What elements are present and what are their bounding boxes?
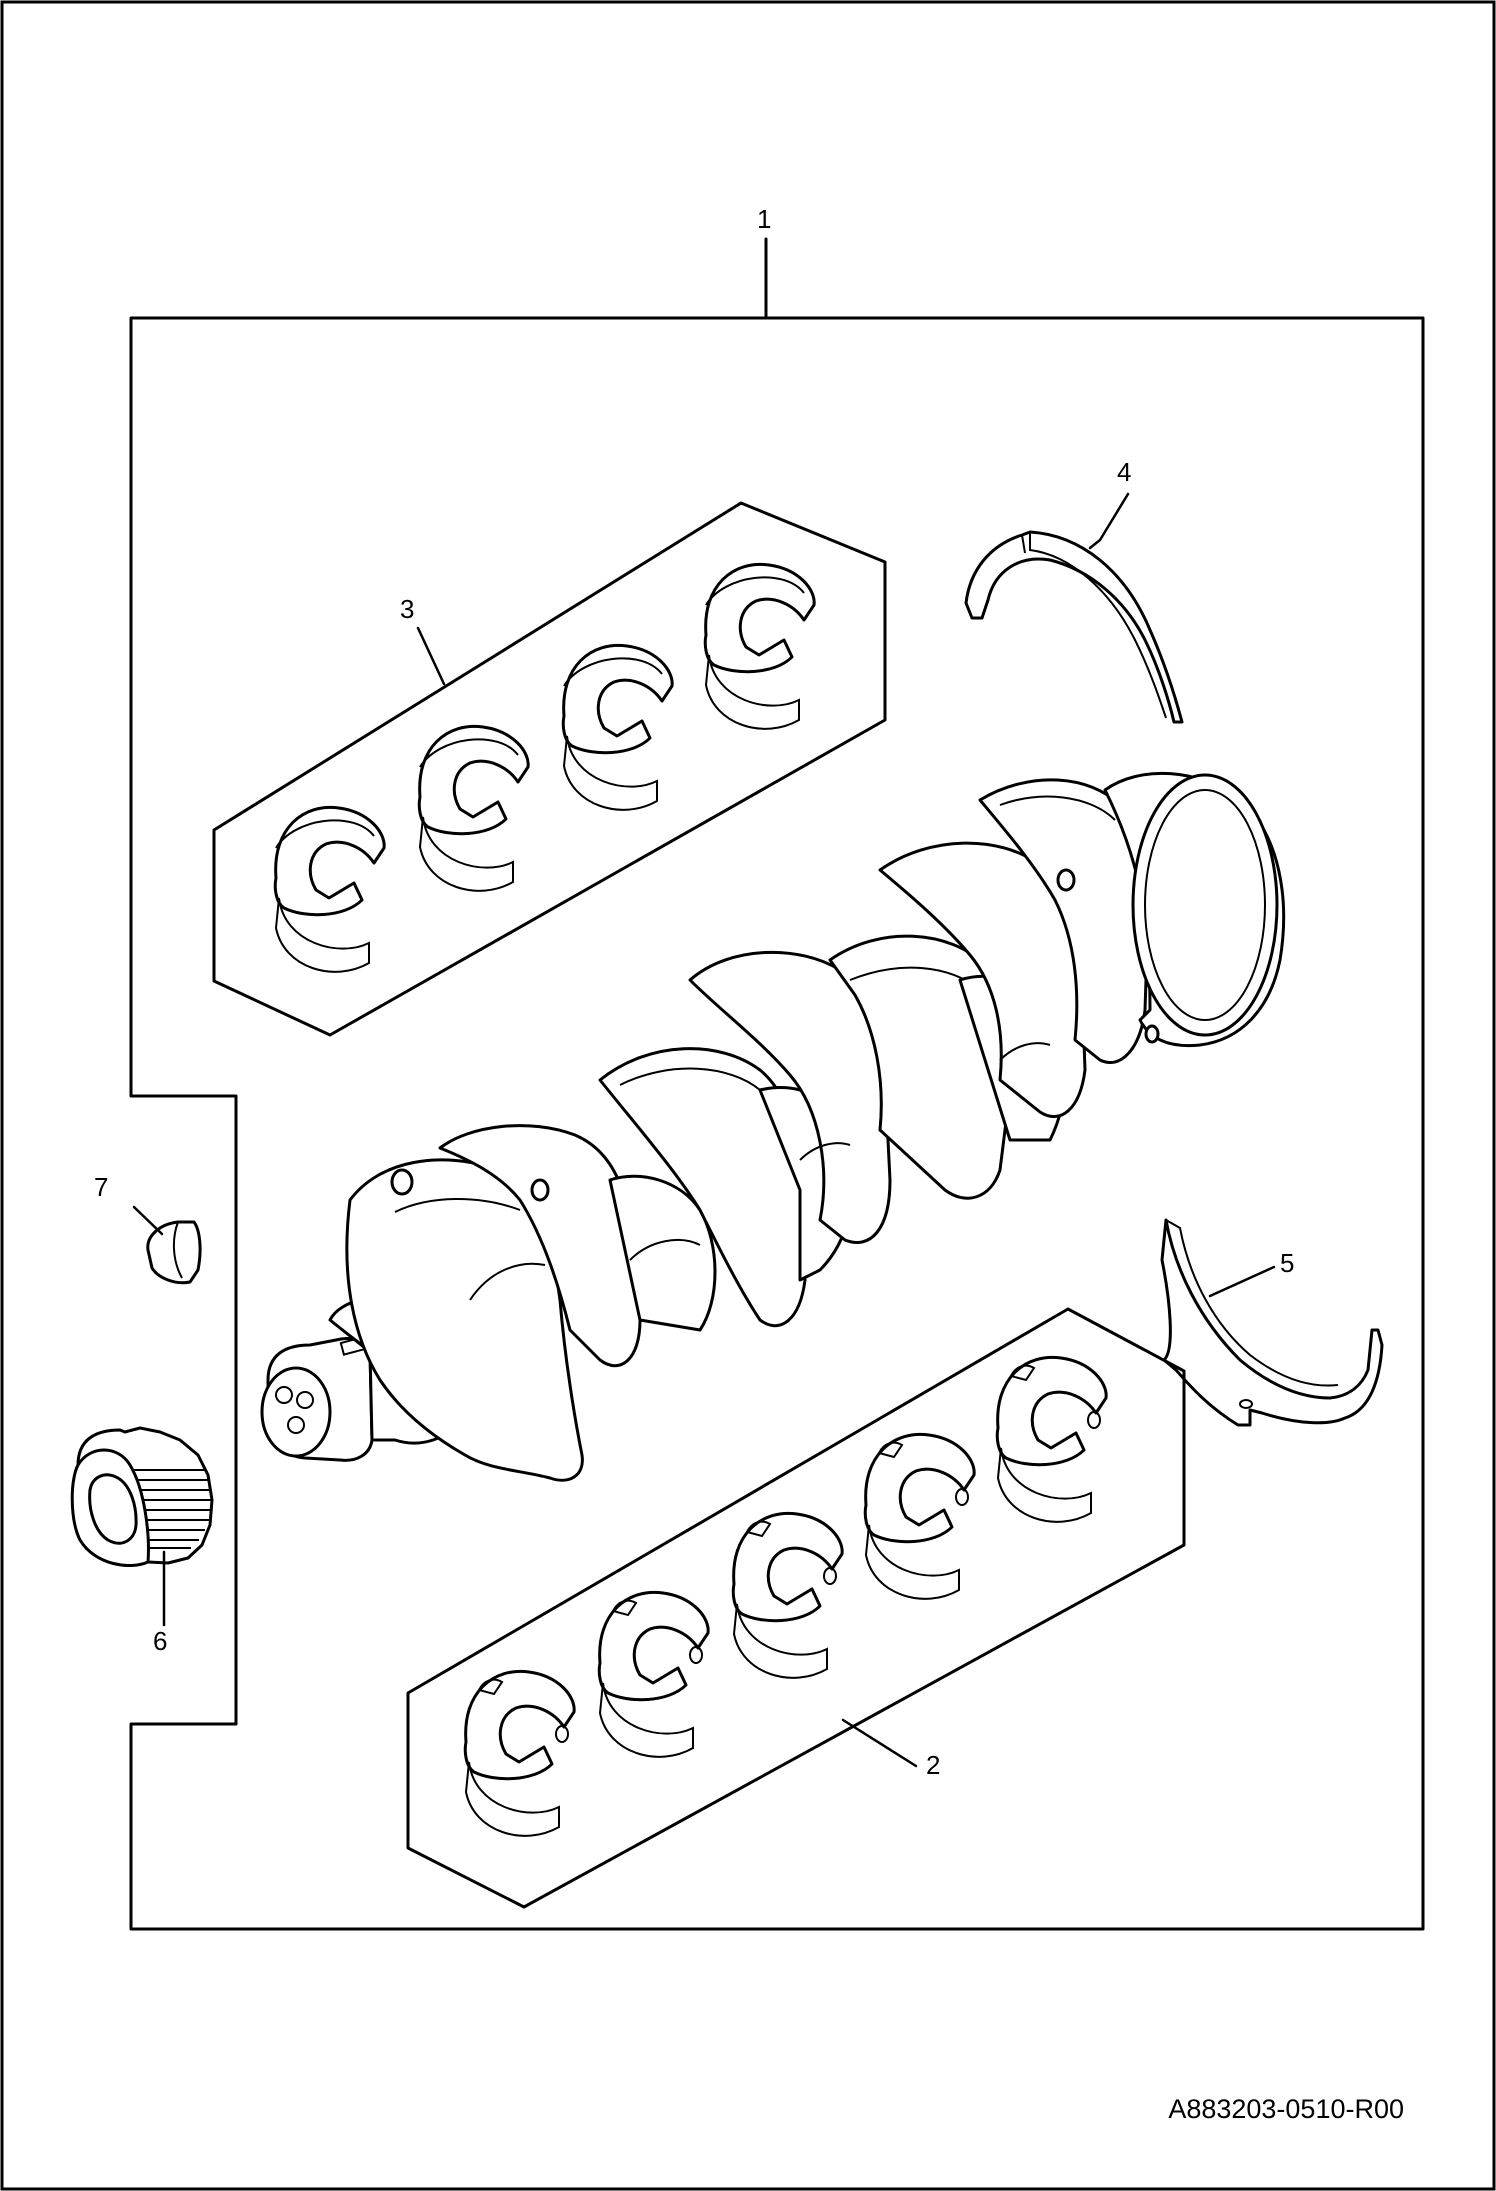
lower-bearing-shell	[463, 1669, 576, 1837]
callout-6: 6	[153, 1626, 167, 1656]
upper-bearing-shell	[561, 643, 674, 811]
upper-bearing-shell	[273, 805, 386, 973]
leader-line-4	[1088, 492, 1130, 550]
upper-bearing-shell-set	[212, 501, 887, 1037]
lower-bearing-shell	[597, 1590, 710, 1758]
upper-bearing-panel	[212, 501, 887, 1037]
lower-bearing-shell-set	[406, 1307, 1186, 1909]
group-boundary-1	[129, 316, 1425, 1931]
leader-line-5	[1208, 1265, 1276, 1298]
callout-3: 3	[400, 594, 414, 624]
lower-bearing-panel	[406, 1307, 1186, 1909]
upper-thrust-washer	[964, 530, 1184, 724]
drawing-code: A883203-0510-R00	[1168, 2094, 1404, 2124]
lower-bearing-shell	[731, 1511, 844, 1679]
leader-line-2	[841, 1718, 918, 1768]
upper-bearing-shell	[703, 562, 816, 730]
lower-thrust-washer	[1160, 1218, 1384, 1427]
callout-5: 5	[1280, 1248, 1294, 1278]
callout-4: 4	[1117, 457, 1131, 487]
woodruff-key	[146, 1220, 202, 1285]
crankshaft	[260, 771, 1286, 1482]
callout-2: 2	[926, 1750, 940, 1780]
lower-bearing-shell	[863, 1432, 976, 1600]
lower-bearing-shell	[995, 1355, 1108, 1523]
upper-bearing-shell	[417, 724, 530, 892]
crankshaft-gear	[70, 1426, 214, 1567]
callout-1: 1	[757, 204, 771, 234]
callout-7: 7	[94, 1172, 108, 1202]
leader-line-3	[416, 626, 446, 686]
